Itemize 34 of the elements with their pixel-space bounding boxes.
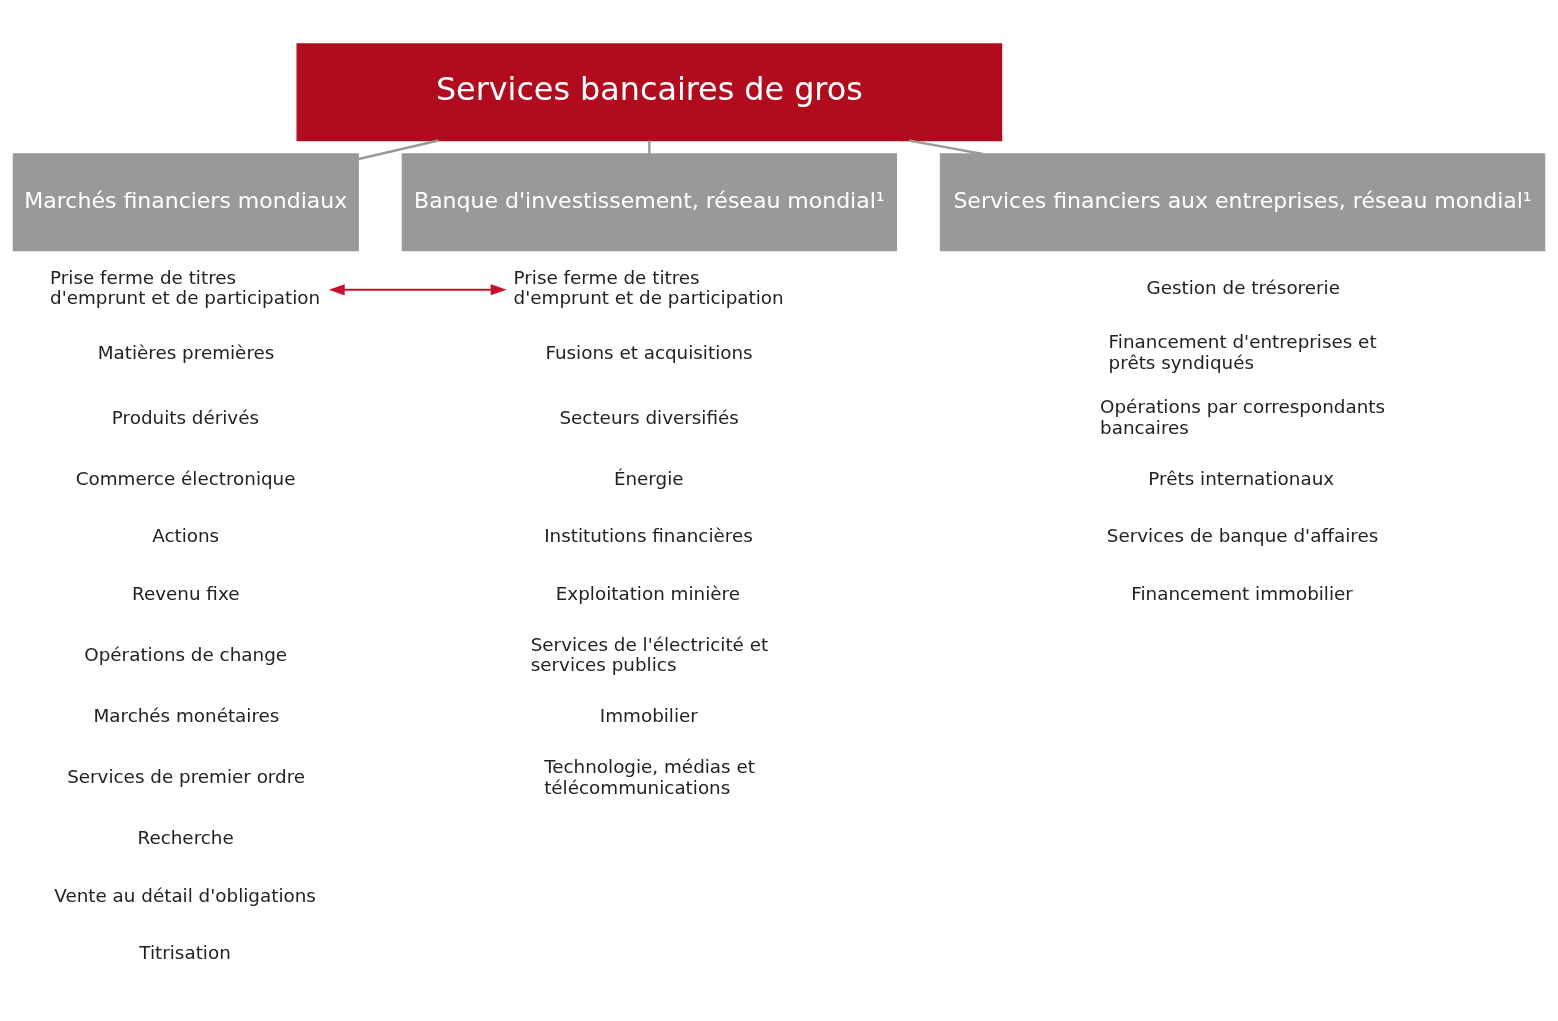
- node-text: Financement d'entreprises et prêts syndiqués: [1108, 331, 1377, 374]
- node-text: Prise ferme de titres d'emprunt et de participation: [513, 266, 784, 309]
- node-text: Recherche: [137, 827, 234, 849]
- connector: [358, 139, 439, 161]
- node-text: Exploitation minière: [555, 582, 740, 604]
- node-text: Prise ferme de titres d'emprunt et de participation: [50, 266, 321, 309]
- node-text: Actions: [152, 525, 220, 547]
- node-box: Marchés financiers mondiaux: [12, 153, 359, 252]
- node-text: Secteurs diversifiés: [559, 406, 739, 428]
- node-box: Services financiers aux entreprises, réseau mondial¹: [939, 153, 1546, 252]
- connector: [648, 140, 651, 154]
- node-text: Marchés monétaires: [93, 705, 280, 727]
- node-text: Prêts internationaux: [1148, 467, 1335, 489]
- node-text: Vente au détail d'obligations: [54, 884, 316, 906]
- node-text: Opérations par correspondants bancaires: [1100, 396, 1386, 439]
- node-text: Services de l'électricité et services publics: [530, 633, 769, 676]
- node-text: Énergie: [613, 467, 684, 489]
- node-text: Technologie, médias et télécommunications: [544, 755, 755, 798]
- node-text: Services de premier ordre: [67, 766, 306, 788]
- node-box: Banque d'investissement, réseau mondial¹: [401, 153, 898, 252]
- node-text: Financement immobilier: [1131, 582, 1353, 604]
- node-text: Institutions financières: [544, 525, 753, 547]
- node-text: Opérations de change: [84, 643, 288, 665]
- node-text: Titrisation: [139, 942, 231, 964]
- node-text: Revenu fixe: [131, 582, 240, 604]
- node-text: Gestion de trésorerie: [1146, 277, 1340, 299]
- node-text: Fusions et acquisitions: [545, 341, 753, 363]
- node-text: Immobilier: [599, 705, 698, 727]
- node-text: Services de banque d'affaires: [1106, 525, 1379, 547]
- node-text: Matières premières: [97, 341, 275, 363]
- node-text: Commerce électronique: [75, 467, 296, 489]
- arrow: [328, 284, 507, 296]
- node-text: Produits dérivés: [111, 406, 260, 428]
- node-box: Services bancaires de gros: [296, 43, 1003, 142]
